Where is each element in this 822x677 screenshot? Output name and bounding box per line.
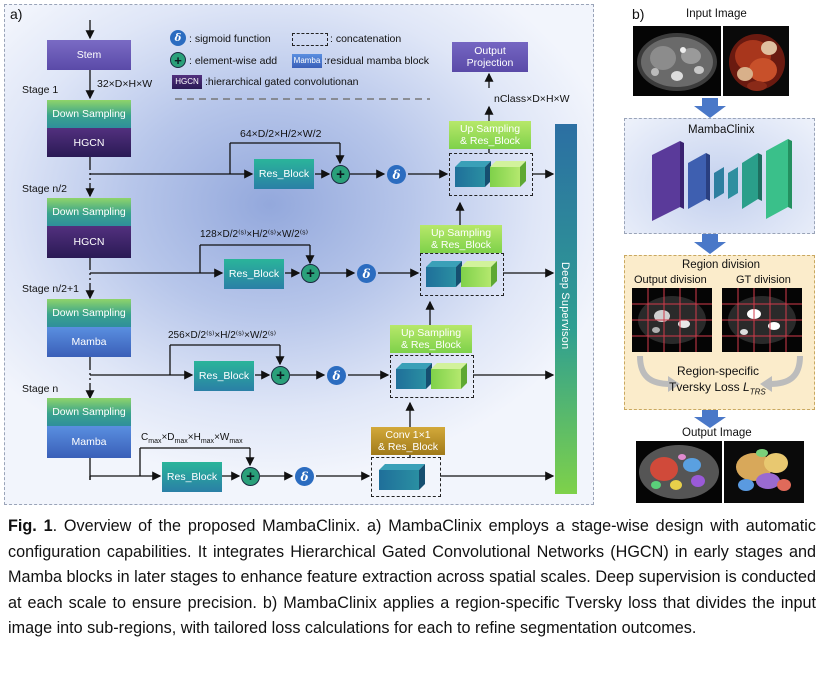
mambaclinix-title: MambaClinix	[688, 124, 755, 136]
up-sampling-row-3: Up Sampling & Res_Block	[390, 325, 472, 353]
deep-supervision-bar	[555, 124, 577, 494]
legend-hgcn-text: :hierarchical gated convolutionan	[205, 76, 359, 88]
stage-1-label: Stage 1	[22, 84, 59, 96]
legend-concat-icon	[292, 33, 328, 46]
stage-n2-hgcn: HGCN	[47, 226, 131, 258]
stage-n2-label: Stage n/2	[22, 183, 67, 195]
output-division-label: Output division	[634, 274, 707, 286]
figure-number: Fig. 1	[8, 517, 53, 535]
add-icon-row-4: +	[241, 467, 260, 486]
concat-box-row-2	[420, 253, 504, 296]
stage-n2plus1-mamba: Mamba	[47, 327, 131, 357]
sigmoid-icon-row-2: δ	[357, 264, 376, 283]
conv-res-block: Conv 1×1 & Res_Block	[371, 427, 445, 455]
res-block-row-3: Res_Block	[194, 361, 254, 391]
legend-concat-text: : concatenation	[330, 33, 402, 45]
panel-a-connectors	[85, 20, 555, 481]
dim-row-4: Cmax×Dmax×Hmax×Wmax	[141, 432, 243, 445]
res-block-row-1: Res_Block	[254, 159, 314, 189]
cube-blue-row-3	[396, 363, 432, 389]
cube-blue-row-2	[426, 261, 462, 287]
output-division-grid	[632, 288, 712, 352]
up-sampling-row-1: Up Sampling & Res_Block	[449, 121, 531, 149]
concat-box-row-4	[371, 457, 441, 497]
legend-mamba-text: :residual mamba block	[324, 55, 430, 67]
input-image-title: Input Image	[686, 8, 747, 20]
add-icon-row-2: +	[301, 264, 320, 283]
sigmoid-icon-row-3: δ	[327, 366, 346, 385]
legend-add-icon: +	[170, 52, 186, 68]
add-icon-row-1: +	[331, 165, 350, 184]
output-dim-label: nClass×D×H×W	[494, 93, 570, 105]
cube-blue-row-1	[455, 161, 491, 187]
input-ct-slice	[633, 26, 721, 96]
legend-mamba-badge: Mamba	[292, 54, 322, 68]
arrow-down-icon	[694, 234, 726, 254]
gt-division-grid	[722, 288, 802, 352]
feature-cubes	[379, 161, 526, 490]
gt-division-label: GT division	[736, 274, 791, 286]
legend-sigmoid-text: : sigmoid function	[189, 33, 271, 45]
dim-row-2: 128×D/2⁽ˢ⁾×H/2⁽ˢ⁾×W/2⁽ˢ⁾	[200, 229, 309, 240]
stage-n2-down-sampling: Down Sampling	[47, 198, 131, 226]
legend-sigmoid-icon: δ	[170, 30, 186, 46]
output-image-title: Output Image	[682, 427, 752, 439]
deep-supervision-label: Deep Supervison	[559, 262, 571, 350]
legend-add-text: : element-wise add	[189, 55, 278, 67]
cube-green-row-2	[461, 261, 497, 287]
concat-box-row-3	[390, 355, 474, 398]
output-segmentation-3d	[724, 441, 804, 503]
cube-green-row-1	[490, 161, 526, 187]
sigmoid-icon-row-1: δ	[387, 165, 406, 184]
stage-n-mamba: Mamba	[47, 426, 131, 458]
concat-box-row-1	[449, 153, 533, 196]
loss-line-2: Tversky Loss LTRS	[669, 380, 766, 397]
loss-line-1: Region-specific	[677, 364, 760, 378]
up-sampling-row-2: Up Sampling & Res_Block	[420, 225, 502, 253]
panel-b-label: b)	[632, 6, 645, 22]
input-3d-render	[723, 26, 789, 96]
res-block-row-2: Res_Block	[224, 259, 284, 289]
sigmoid-icon-row-4: δ	[295, 467, 314, 486]
stem-dim-label: 32×D×H×W	[97, 78, 153, 90]
arrow-down-icon	[694, 98, 726, 118]
output-segmentation-slice	[636, 441, 722, 503]
panel-a-label: a)	[10, 6, 23, 22]
stage-n2plus1-down-sampling: Down Sampling	[47, 299, 131, 327]
caption-text: . Overview of the proposed MambaClinix. …	[8, 517, 816, 637]
stage-n2plus1-label: Stage n/2+1	[22, 283, 79, 295]
legend-hgcn-badge: HGCN	[172, 75, 202, 89]
region-division-title: Region division	[682, 259, 760, 271]
stage-n-down-sampling: Down Sampling	[47, 398, 131, 426]
output-arrow	[484, 72, 494, 88]
stage-n-label: Stage n	[22, 383, 59, 395]
stem-block: Stem	[47, 40, 131, 70]
loss-curve-arrows	[637, 356, 803, 392]
stage-1-down-sampling: Down Sampling	[47, 100, 131, 128]
res-block-row-4: Res_Block	[162, 462, 222, 492]
cube-blue-row-4	[379, 464, 425, 490]
figure-caption: Fig. 1. Overview of the proposed MambaCl…	[8, 514, 816, 642]
mambaclinix-network-icon	[652, 139, 792, 221]
arrow-down-icon	[694, 410, 726, 428]
dim-row-3: 256×D/2⁽ˢ⁾×H/2⁽ˢ⁾×W/2⁽ˢ⁾	[168, 330, 277, 341]
dim-row-1: 64×D/2×H/2×W/2	[240, 128, 322, 140]
add-icon-row-3: +	[271, 366, 290, 385]
output-projection: Output Projection	[452, 42, 528, 72]
stage-1-hgcn: HGCN	[47, 128, 131, 157]
cube-green-row-3	[431, 363, 467, 389]
